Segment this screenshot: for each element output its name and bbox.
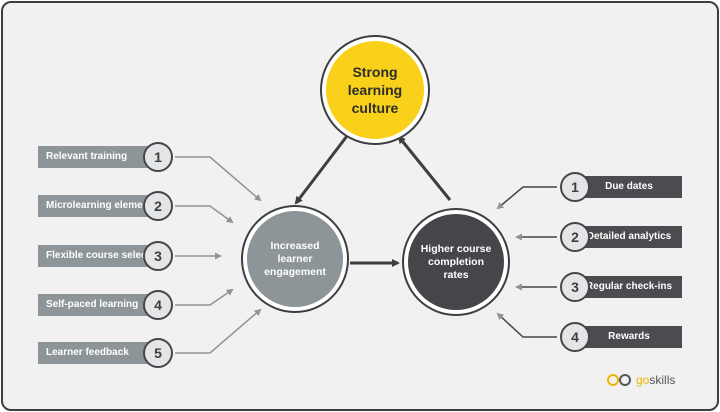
right-item-number: 4 [560,322,590,352]
logo-wordmark: goskills [636,373,675,387]
right-item-number: 3 [560,272,590,302]
arrow-right-to-top [397,135,452,201]
logo-skills-text: skills [649,373,676,387]
left-item-label: Microlearning elements [38,195,158,217]
left-connector-4 [175,288,234,306]
right-item-number: 2 [560,222,590,252]
goskills-logo: goskills [606,373,675,387]
right-node-completion-rates: Higher course completion rates [408,214,504,310]
left-item-label: Flexible course selection [38,245,165,267]
left-node-learner-engagement: Increased learner engagement [247,211,343,307]
left-item-number: 3 [143,241,173,271]
left-connector-5 [175,308,262,354]
left-item-label: Relevant training [38,146,156,168]
right-item-label: Regular check-ins [576,276,682,298]
right-item-number: 1 [560,172,590,202]
top-node-strong-learning-culture: Strong learning culture [326,41,424,139]
infinity-logo-icon [607,374,631,386]
top-node-label: Strong learning culture [347,64,403,116]
right-item-label: Due dates [576,176,682,198]
logo-go-text: go [636,373,650,387]
right-node-label: Higher course completion rates [420,242,492,281]
right-item-label: Rewards [576,326,682,348]
arrow-top-to-left [294,131,352,205]
left-connector-2 [175,205,234,224]
right-item-label: Detailed analytics [576,226,682,248]
right-connector-1 [496,186,557,210]
left-item-number: 5 [143,338,173,368]
left-item-number: 4 [143,290,173,320]
right-connector-4 [496,312,557,338]
left-item-number: 1 [143,142,173,172]
left-connector-1 [175,156,262,202]
left-item-label: Learner feedback [38,342,156,364]
left-item-number: 2 [143,191,173,221]
left-item-label: Self-paced learning [38,294,156,316]
left-node-label: Increased learner engagement [264,239,326,278]
